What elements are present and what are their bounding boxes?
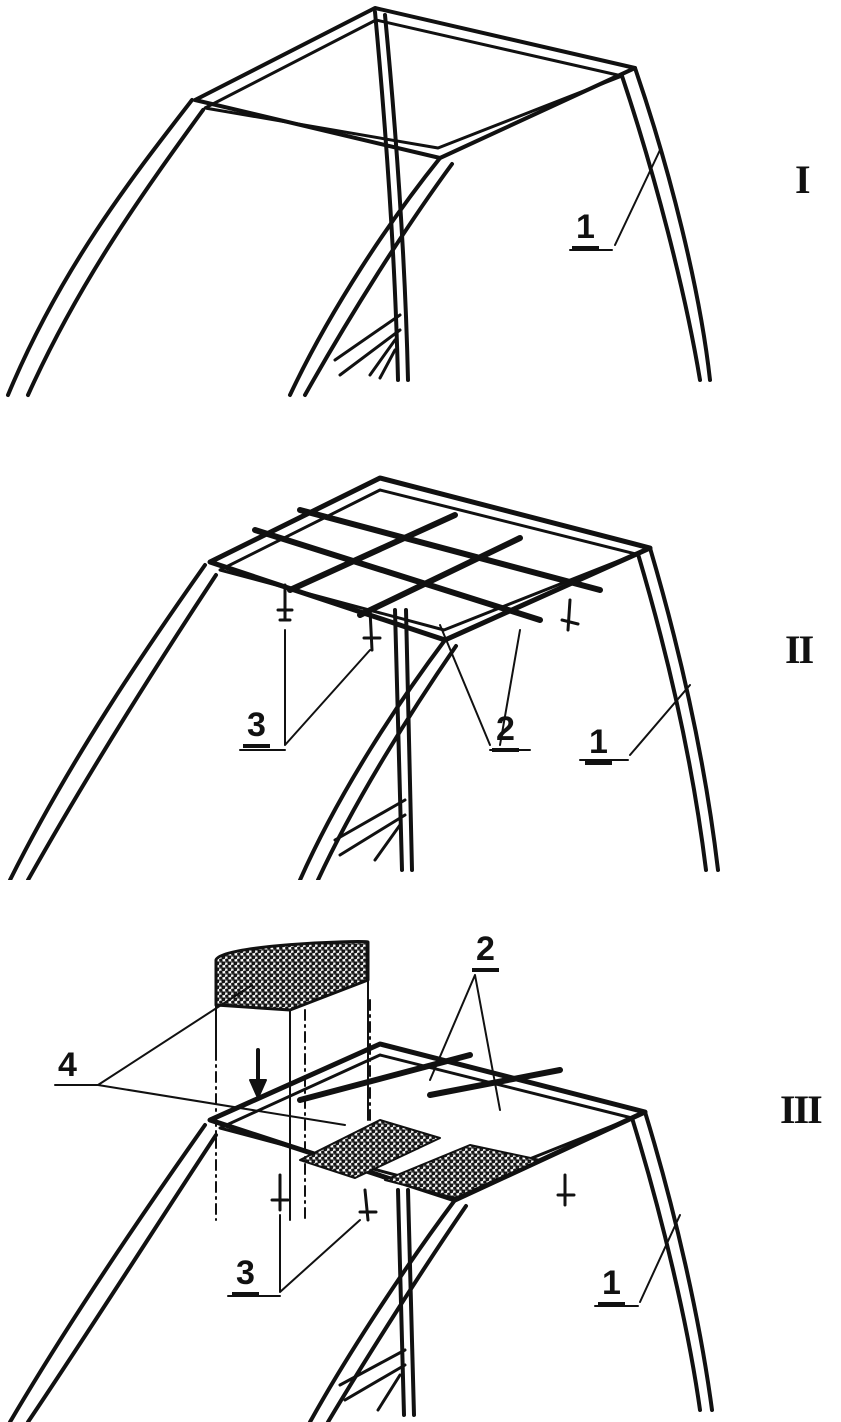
frame-drawing-stage-3 <box>8 940 714 1422</box>
panel-stage-1: 1 I <box>0 0 841 400</box>
stage-label-I: I <box>795 157 811 202</box>
panel-stage-3: 4 2 3 1 III <box>0 920 841 1422</box>
callout-label-1: 1 <box>598 1266 625 1306</box>
callout-label-1: 1 <box>585 725 612 765</box>
callout-label-3: 3 <box>232 1256 259 1296</box>
callout-label-4: 4 <box>58 1046 77 1084</box>
panel-stage-2: 3 2 1 II <box>0 460 841 880</box>
stage-label-II: II <box>785 627 814 672</box>
stage-label-III: III <box>780 1087 823 1132</box>
frame-drawing-stage-1 <box>6 6 712 397</box>
callout-label-3: 3 <box>243 708 270 748</box>
frame-drawing-stage-2 <box>8 475 720 880</box>
callout-label-2: 2 <box>492 712 519 752</box>
callout-label-1: 1 <box>572 210 599 250</box>
callout-label-2: 2 <box>472 932 499 972</box>
